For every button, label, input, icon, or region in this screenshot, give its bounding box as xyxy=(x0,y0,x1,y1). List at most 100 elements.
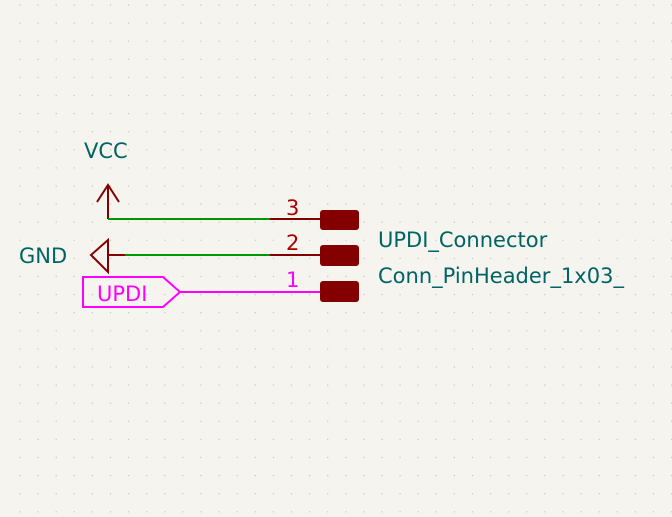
grid-dot xyxy=(399,293,401,296)
grid-dot xyxy=(562,76,564,79)
grid-dot xyxy=(399,474,401,477)
grid-dot xyxy=(580,76,582,79)
grid-dot xyxy=(634,149,637,151)
grid-dot xyxy=(146,167,148,169)
grid-dot xyxy=(508,4,510,6)
gnd-triangle-icon xyxy=(89,237,109,275)
grid-dot xyxy=(290,312,293,314)
pin-3-pad[interactable] xyxy=(320,210,359,230)
grid-dot xyxy=(363,76,365,79)
grid-dot xyxy=(127,366,130,368)
grid-dot xyxy=(308,275,311,278)
gnd-power-symbol[interactable]: GND xyxy=(19,237,125,275)
grid-dot xyxy=(236,4,238,6)
grid-dot xyxy=(598,76,600,79)
updi-global-label[interactable]: UPDI xyxy=(82,276,182,308)
connector-component[interactable]: 3 2 1 UPDI_Connector Conn_PinHeader_1x03… xyxy=(270,196,624,302)
grid-dot xyxy=(127,312,130,314)
component-reference[interactable]: UPDI_Connector xyxy=(378,228,548,253)
pin-1-pad[interactable] xyxy=(320,281,359,302)
grid-dot xyxy=(182,131,184,133)
grid-dot xyxy=(363,112,365,115)
grid-dot xyxy=(200,203,202,205)
grid-dot xyxy=(146,221,148,223)
grid-dot xyxy=(91,203,94,205)
grid-dot xyxy=(254,40,256,42)
grid-dot xyxy=(598,94,600,97)
grid-dot xyxy=(616,131,618,133)
grid-dot xyxy=(146,438,148,441)
grid-dot xyxy=(19,94,21,97)
grid-dot xyxy=(399,420,401,422)
grid-dot xyxy=(489,112,492,115)
grid-dot xyxy=(182,22,184,24)
grid-dot xyxy=(218,438,220,441)
grid-dot xyxy=(55,76,57,79)
grid-dot xyxy=(146,112,148,115)
grid-dot xyxy=(19,438,21,441)
grid-dot xyxy=(435,239,437,241)
grid-dot xyxy=(616,474,618,477)
grid-dot xyxy=(471,366,474,368)
grid-dot xyxy=(417,203,419,205)
grid-dot xyxy=(308,58,311,60)
grid-dot xyxy=(489,149,492,151)
grid-dot xyxy=(254,402,256,404)
grid-dot xyxy=(164,293,166,296)
grid-dot xyxy=(652,330,655,332)
grid-dot xyxy=(55,239,57,241)
grid-dot xyxy=(363,312,365,314)
grid-dot xyxy=(109,330,112,332)
component-value[interactable]: Conn_PinHeader_1x03_ xyxy=(378,264,624,289)
grid-dot xyxy=(55,40,57,42)
grid-dot xyxy=(616,58,618,60)
pin-2-number: 2 xyxy=(286,231,299,255)
grid-dot xyxy=(544,4,546,6)
grid-dot xyxy=(544,22,546,24)
grid-dot xyxy=(37,330,39,332)
grid-dot xyxy=(290,131,293,133)
grid-dot xyxy=(290,384,293,386)
grid-dot xyxy=(616,438,618,441)
grid-dot xyxy=(272,40,275,42)
grid-dot xyxy=(544,167,546,169)
grid-dot xyxy=(55,131,57,133)
grid-dot xyxy=(146,94,148,97)
vcc-power-symbol[interactable]: VCC xyxy=(84,139,128,219)
grid-dot xyxy=(526,402,528,404)
grid-dot xyxy=(37,474,39,477)
grid-dot xyxy=(200,456,202,459)
grid-dot xyxy=(218,511,220,513)
grid-dot xyxy=(417,76,419,79)
grid-dot xyxy=(652,149,655,151)
grid-dot xyxy=(218,456,220,459)
grid-dot xyxy=(508,493,510,495)
grid-dot xyxy=(109,438,112,441)
grid-dot xyxy=(73,420,76,422)
grid-dot xyxy=(598,474,600,477)
grid-dot xyxy=(634,185,637,187)
grid-dot xyxy=(363,203,365,205)
grid-dot xyxy=(236,493,238,495)
pin-2-pad[interactable] xyxy=(320,245,359,266)
grid-dot xyxy=(652,312,655,314)
grid-dot xyxy=(109,131,112,133)
grid-dot xyxy=(634,456,637,459)
grid-dot xyxy=(345,474,347,477)
grid-dot xyxy=(508,366,510,368)
grid-dot xyxy=(363,511,365,513)
grid-dot xyxy=(37,40,39,42)
grid-dot xyxy=(634,330,637,332)
grid-dot xyxy=(580,511,582,513)
grid-dot xyxy=(308,257,311,260)
grid-dot xyxy=(544,257,546,260)
grid-dot xyxy=(73,149,76,151)
grid-dot xyxy=(236,511,238,513)
grid-dot xyxy=(73,257,76,260)
grid-dot xyxy=(363,149,365,151)
grid-dot xyxy=(290,456,293,459)
grid-dot xyxy=(55,348,57,350)
grid-dot xyxy=(634,511,637,513)
grid-dot xyxy=(19,275,21,278)
